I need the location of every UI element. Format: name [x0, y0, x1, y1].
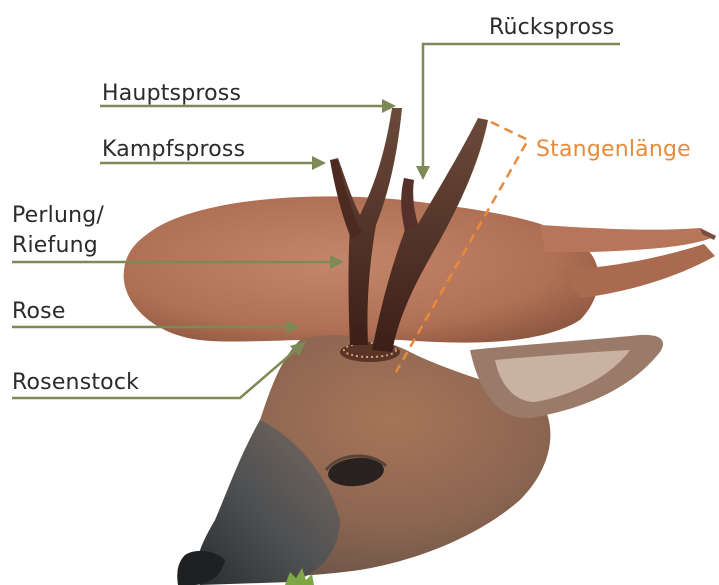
label-perlung-line2: Riefung — [12, 232, 98, 260]
label-rueckspross: Rückspross — [489, 14, 614, 42]
label-perlung-line1: Perlung/ — [12, 202, 104, 230]
deer-leg-upper — [540, 225, 716, 252]
arrowhead-rueckspross — [416, 166, 430, 180]
label-stangenlaenge: Stangenlänge — [536, 136, 691, 164]
label-hauptspross: Hauptspross — [102, 80, 241, 108]
arrowhead-kampfspross — [312, 156, 326, 170]
label-rosenstock: Rosenstock — [12, 369, 139, 397]
label-kampfspross: Kampfspross — [102, 136, 245, 164]
label-rose: Rose — [12, 298, 66, 326]
